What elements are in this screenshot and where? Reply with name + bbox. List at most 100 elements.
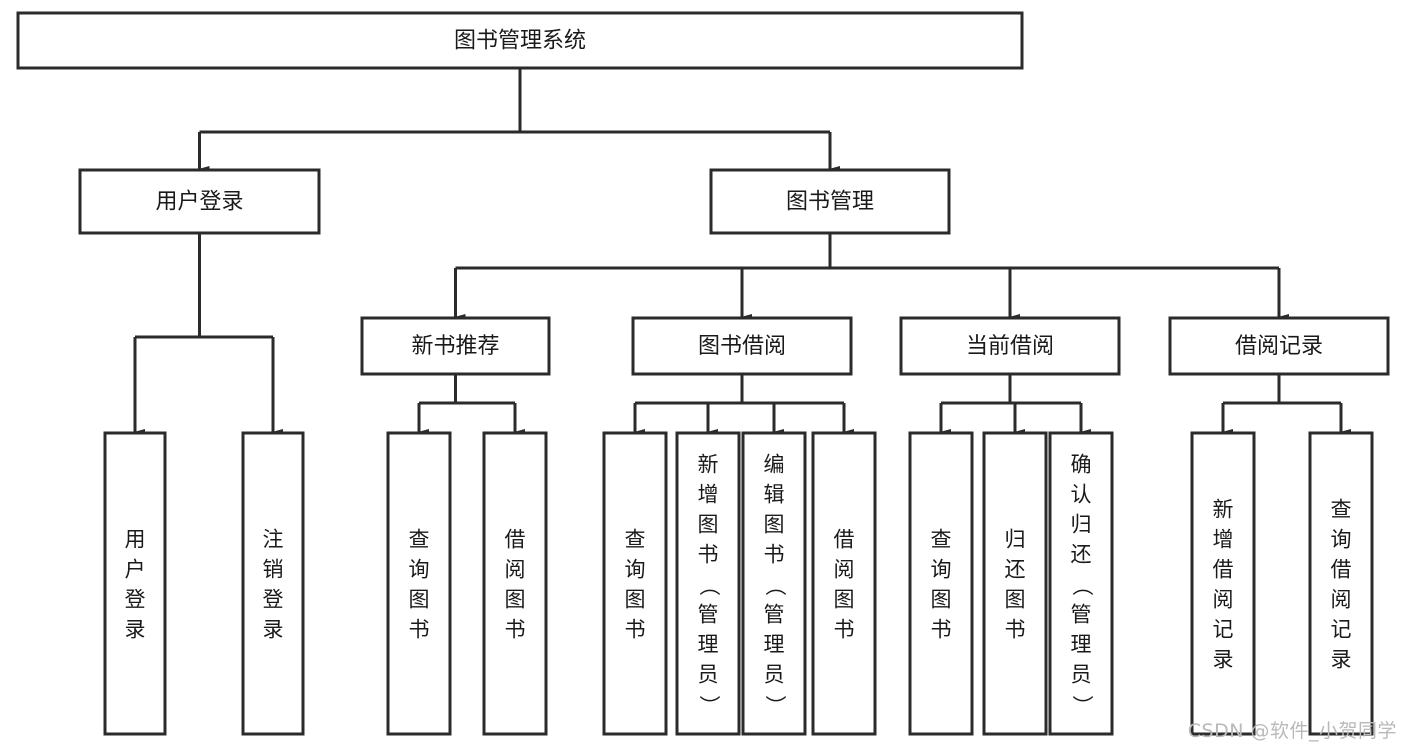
leaf-label-char: 新: [698, 453, 719, 477]
node-label: 当前借阅: [966, 334, 1054, 359]
connector-borrow-record: [1221, 374, 1351, 435]
leaf-label-char: 询: [931, 558, 952, 582]
edges-layer: [133, 68, 1351, 435]
leaf-label-char: ）: [1070, 695, 1094, 716]
leaf-label-char: 询: [1331, 528, 1352, 552]
leaf-label-char: 查: [625, 528, 646, 552]
leaf-label-char: 借: [1213, 558, 1234, 582]
node-book-borrow[interactable]: 图书借阅: [631, 316, 853, 376]
leaf-label-char: 阅: [505, 558, 526, 582]
leaf-label-char: 管: [1071, 603, 1092, 627]
node-book-manage[interactable]: 图书管理: [709, 168, 951, 235]
leaf-label-char: 增: [1213, 528, 1234, 552]
leaf-label-char: 询: [409, 558, 430, 582]
connector-root: [198, 68, 840, 172]
leaf-label-char: （: [697, 575, 721, 596]
connector-user-login: [133, 233, 283, 435]
leaf-label-char: 登: [125, 588, 146, 612]
node-user-login[interactable]: 用户登录: [78, 168, 321, 235]
leaf-label-char: 增: [698, 483, 719, 507]
leaf-label-char: 录: [263, 618, 284, 642]
leaf-label-char: 确: [1071, 453, 1092, 477]
leaf-label-char: 书: [409, 618, 430, 642]
leaf-label-char: 阅: [1213, 588, 1234, 612]
leaf-label-char: 图: [505, 588, 526, 612]
leaf-label-char: 记: [1213, 618, 1234, 642]
node-label: 用户登录: [155, 190, 243, 215]
leaf-label-char: 记: [1331, 618, 1352, 642]
leaf-label-char: 还: [1071, 543, 1092, 567]
leaf-label-char: 阅: [1331, 588, 1352, 612]
leaf-label-char: 管: [764, 603, 785, 627]
leaf-label-char: 图: [625, 588, 646, 612]
leaf-label-char: 询: [625, 558, 646, 582]
leaf-label-char: 查: [409, 528, 430, 552]
node-root[interactable]: 图书管理系统: [16, 11, 1024, 70]
leaf-label-char: 图: [698, 513, 719, 537]
leaf-label-char: 查: [1331, 498, 1352, 522]
leaf-label-char: 图: [1005, 588, 1026, 612]
leaf-label-char: 借: [834, 528, 855, 552]
leaf-label-char: （: [1070, 575, 1094, 596]
leaf-label-char: ）: [763, 695, 787, 716]
node-label: 图书管理: [786, 190, 874, 215]
connector-current-borrow: [939, 374, 1091, 435]
leaf-label-char: 图: [764, 513, 785, 537]
leaf-label-char: 编: [764, 453, 785, 477]
leaf-label-char: 员: [1071, 663, 1092, 687]
leaf-label-char: （: [763, 575, 787, 596]
node-label: 新书推荐: [411, 334, 499, 359]
node-new-book-rec[interactable]: 新书推荐: [360, 316, 551, 376]
leaf-label-char: 借: [1331, 558, 1352, 582]
leaf-label-char: 注: [263, 528, 284, 552]
node-current-borrow[interactable]: 当前借阅: [899, 316, 1121, 376]
node-borrow-record[interactable]: 借阅记录: [1168, 316, 1390, 376]
leaf-label-char: 员: [764, 663, 785, 687]
leaf-label-char: 用: [125, 528, 146, 552]
node-leaf-user-login[interactable]: 用户登录: [103, 431, 167, 736]
leaf-label-char: 登: [263, 588, 284, 612]
leaf-label-char: 阅: [834, 558, 855, 582]
leaf-label-char: ）: [697, 695, 721, 716]
leaf-label-char: 辑: [764, 483, 785, 507]
leaf-label-char: 书: [1005, 618, 1026, 642]
connector-new-book-rec: [417, 374, 525, 435]
leaf-label-char: 员: [698, 663, 719, 687]
leaf-label-char: 书: [698, 543, 719, 567]
leaf-label-char: 录: [1331, 648, 1352, 672]
node-label: 借阅记录: [1235, 334, 1323, 359]
leaf-label-char: 归: [1005, 528, 1026, 552]
leaf-label-char: 归: [1071, 513, 1092, 537]
leaf-label-char: 户: [125, 558, 146, 582]
leaf-label-char: 还: [1005, 558, 1026, 582]
leaf-label-char: 借: [505, 528, 526, 552]
leaf-label-char: 查: [931, 528, 952, 552]
leaf-label-char: 书: [764, 543, 785, 567]
leaf-label-char: 书: [625, 618, 646, 642]
node-label: 图书借阅: [698, 334, 786, 359]
node-label: 图书管理系统: [454, 29, 586, 54]
leaf-label-char: 录: [125, 618, 146, 642]
leaf-label-char: 理: [1071, 633, 1092, 657]
connector-book-borrow: [633, 374, 854, 435]
leaf-label-char: 管: [698, 603, 719, 627]
leaf-label-char: 理: [698, 633, 719, 657]
connector-book-manage: [454, 233, 1289, 320]
leaf-label-char: 书: [834, 618, 855, 642]
leaf-label-char: 新: [1213, 498, 1234, 522]
leaf-label-char: 图: [931, 588, 952, 612]
